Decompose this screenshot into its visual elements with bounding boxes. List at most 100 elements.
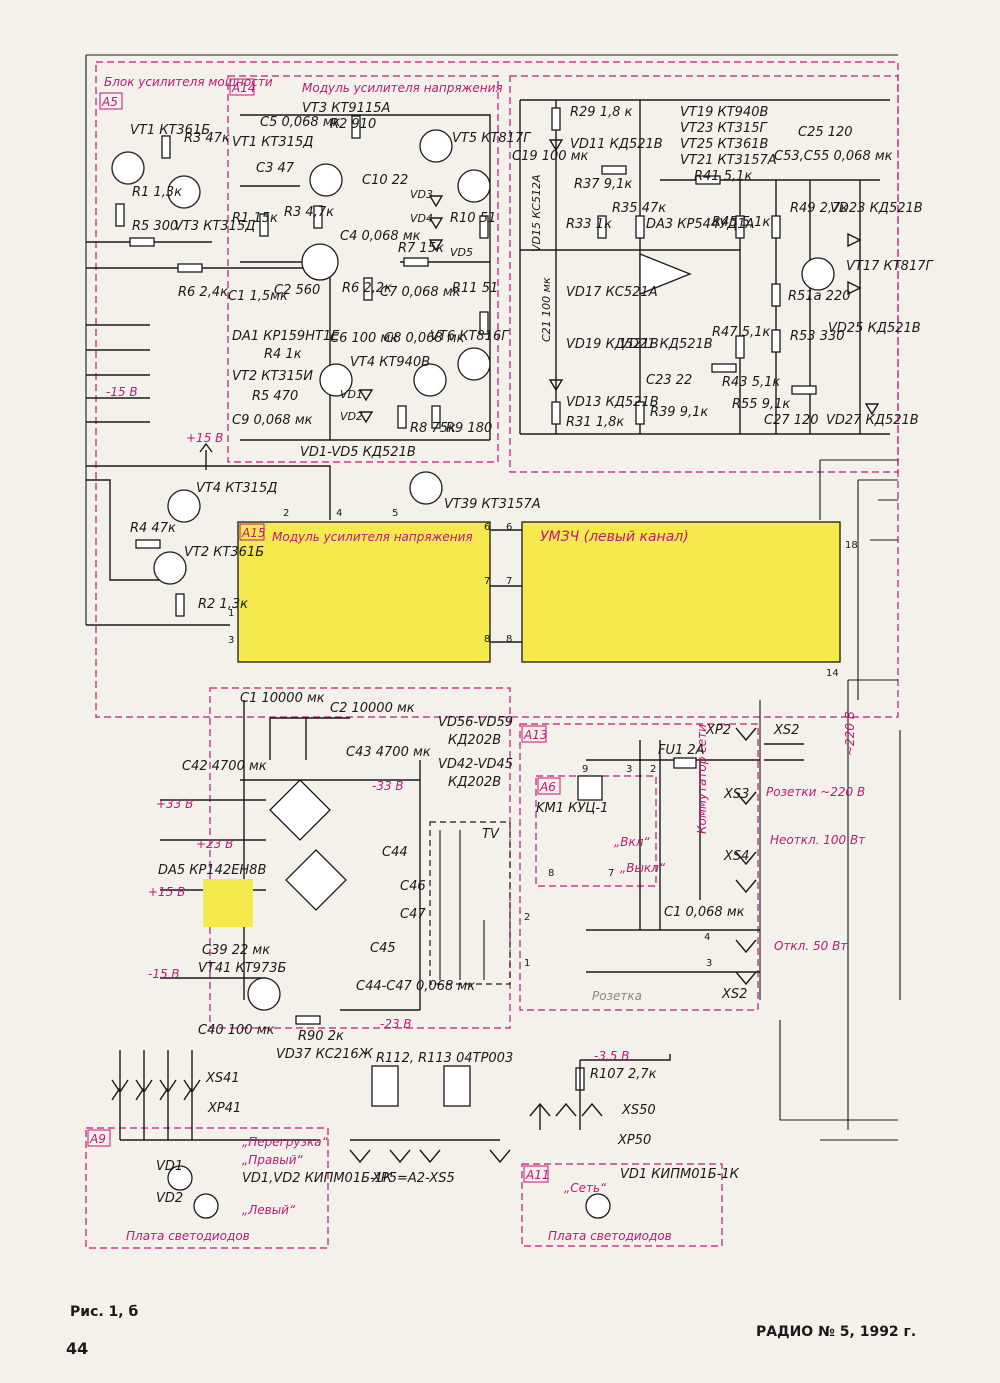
figure-caption: Рис. 1, б <box>70 1304 138 1320</box>
svg-text:2: 2 <box>650 764 656 775</box>
otkl-label: Откл. 50 Вт <box>774 939 848 953</box>
c46-label: C46 <box>400 879 426 894</box>
vt4-transistor <box>167 489 201 523</box>
block-amp-right-border <box>509 75 899 473</box>
a9-title: Плата светодиодов <box>126 1229 250 1243</box>
vt2-transistor <box>153 551 187 585</box>
m23-label: -23 В <box>380 1017 412 1031</box>
m-r6 <box>363 277 373 301</box>
m-r9-label: R9 180 <box>446 421 492 436</box>
svg-text:8: 8 <box>484 634 490 645</box>
svg-text:1: 1 <box>524 958 530 969</box>
r45-label: R45 5,1к <box>712 215 770 230</box>
m-vt3-label: VT3 КТ9115А <box>302 101 390 116</box>
m-r2-label: R2 910 <box>330 117 376 132</box>
svg-text:3: 3 <box>706 958 712 969</box>
a9-ref: A9 <box>89 1132 106 1146</box>
svg-text:2: 2 <box>283 508 289 519</box>
m-r4-label: R4 1к <box>264 347 302 362</box>
a6-ref-box <box>537 777 561 795</box>
vt2-label: VT2 КТ361Б <box>184 545 264 560</box>
kd202-label-b: КД202В <box>448 775 501 790</box>
r3-resistor <box>161 135 171 159</box>
c21-label: C21 100 мк <box>540 277 553 342</box>
a15-ref-box <box>239 523 265 541</box>
r112-thermistor <box>371 1065 399 1107</box>
a5-left-circuit <box>86 135 443 626</box>
r31 <box>551 401 561 425</box>
fu1-label: FU1 2А <box>658 743 705 758</box>
svg-text:3: 3 <box>228 635 234 646</box>
svg-text:7: 7 <box>608 868 614 879</box>
switch-label: Коммутатор сети <box>695 724 709 834</box>
block-borders <box>85 54 899 1249</box>
r37 <box>601 165 627 175</box>
xs2b-label: XS2 <box>721 987 747 1002</box>
vt1-label: VT1 КТ361Б <box>130 123 210 138</box>
m-vt5-label: VT5 КТ817Г <box>452 131 532 146</box>
c25-label: C25 120 <box>798 125 853 140</box>
m-r8-label: R8 75к <box>410 421 456 436</box>
c44-label: C44 <box>382 845 408 860</box>
vt19-label: VT19 КТ940В <box>680 105 768 120</box>
da5-regulator <box>203 879 253 927</box>
r45 <box>735 215 745 239</box>
r43-label: R43 5,1к <box>722 375 780 390</box>
m-r3-label: R3 4,7к <box>284 205 334 220</box>
c27-label: C27 120 <box>764 413 819 428</box>
vkl-label: „Вкл“ <box>614 835 650 849</box>
m-vt2 <box>319 363 353 397</box>
pravyi-label: „Правый“ <box>242 1153 304 1167</box>
xs3-label: XS3 <box>723 787 749 802</box>
plus15-psu-label: +15 В <box>148 885 185 899</box>
vd21-label: VD21 КД521В <box>620 337 713 352</box>
xp2-label: XP2 <box>705 723 731 738</box>
r1-resistor <box>115 203 125 227</box>
r29 <box>551 107 561 131</box>
p23-label: +23 В <box>196 837 233 851</box>
vd37-label: VD37 КС216Ж <box>276 1047 374 1062</box>
block-a5-border <box>95 61 899 718</box>
m-r3 <box>313 205 323 229</box>
block-a11-border <box>521 1163 723 1247</box>
c42-label: C42 4700 мк <box>182 759 267 774</box>
magazine-caption: РАДИО № 5, 1992 г. <box>756 1324 916 1340</box>
r5-label: R5 300 <box>132 219 178 234</box>
m-r5-label: R5 470 <box>252 389 298 404</box>
m-da1-label: DA1 КР159НТ1Е <box>232 329 340 344</box>
m-r11-label: R11 51 <box>452 281 498 296</box>
svg-text:6: 6 <box>506 522 512 533</box>
svg-text:7: 7 <box>484 576 490 587</box>
r4-resistor <box>135 539 161 549</box>
plus15-arrow <box>199 442 213 470</box>
vt1-transistor <box>111 151 145 185</box>
c23-label: C23 22 <box>646 373 692 388</box>
da5-label: DA5 КР142ЕН8В <box>158 863 266 878</box>
a11-title: Плата светодиодов <box>548 1229 672 1243</box>
svg-text:8: 8 <box>548 868 554 879</box>
vt25-label: VT25 КТ361В <box>680 137 768 152</box>
a11-ref-box <box>523 1165 549 1183</box>
bridge-vd56 <box>269 779 331 841</box>
a9-vd1-label: VD1 <box>156 1159 183 1174</box>
m-r10-label: R10 51 <box>450 211 496 226</box>
a11-vd1-led <box>585 1193 611 1219</box>
r39 <box>635 401 645 425</box>
kd202-label-a: КД202В <box>448 733 501 748</box>
m-r11 <box>479 311 489 335</box>
a9-vd2-label: VD2 <box>156 1191 183 1206</box>
m35-label: -3,5 В <box>594 1049 629 1063</box>
block-a14-border <box>227 75 499 463</box>
m-r1 <box>259 213 269 237</box>
vykl-label: „Выкл“ <box>620 861 666 875</box>
r37-label: R37 9,1к <box>574 177 632 192</box>
block-a13-border <box>519 723 759 1011</box>
r35 <box>635 215 645 239</box>
r113-thermistor <box>443 1065 471 1107</box>
module-a15 <box>237 521 491 663</box>
vd17-label: VD17 КС521А <box>566 285 658 300</box>
m-vd2-label: VD2 <box>340 410 363 423</box>
km1-relay <box>577 775 603 801</box>
r55-label: R55 9,1к <box>732 397 790 412</box>
c53-label: C53,C55 0,068 мк <box>774 149 893 164</box>
